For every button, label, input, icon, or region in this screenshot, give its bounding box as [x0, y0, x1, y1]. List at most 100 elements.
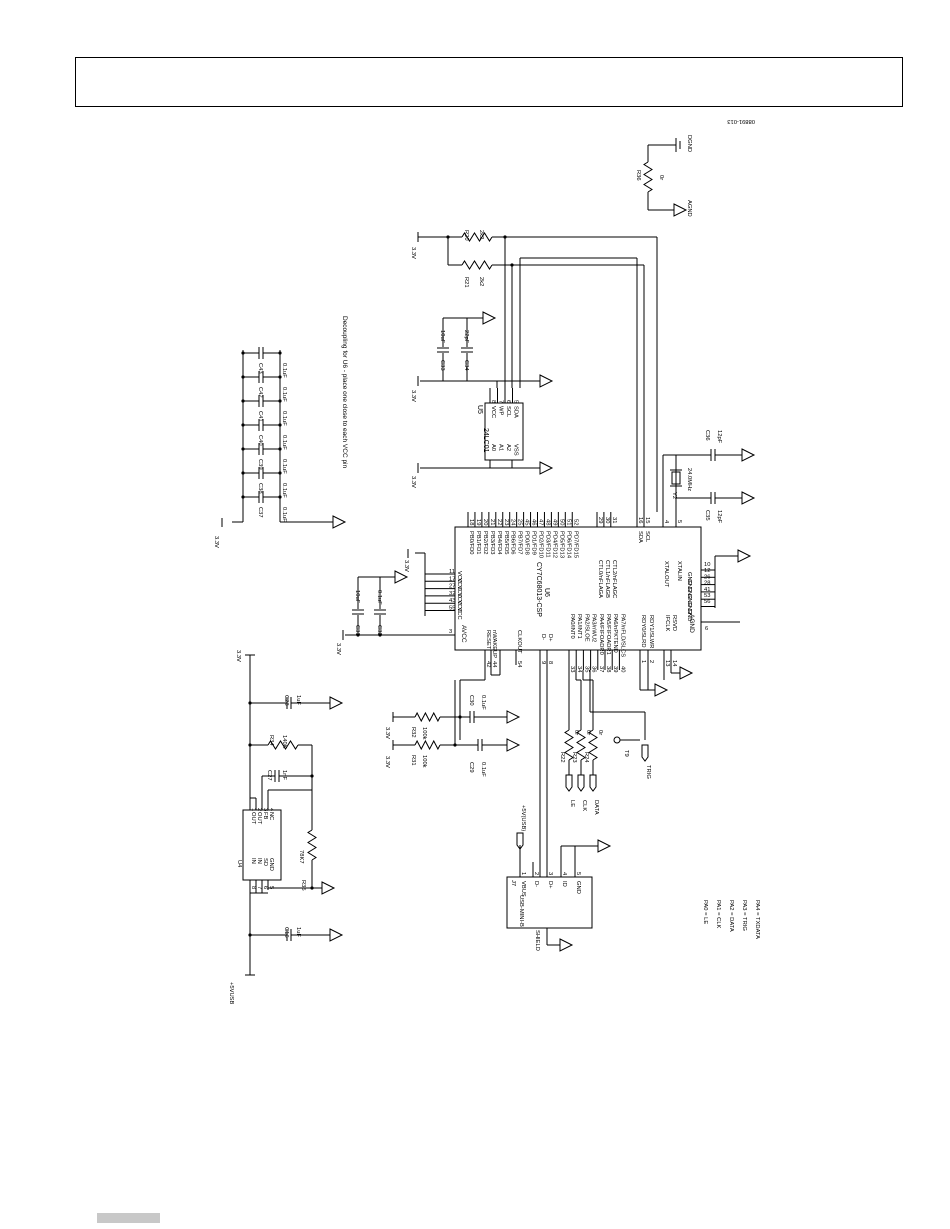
- res-value: 2k2: [478, 277, 484, 286]
- u5-pin-label: A1: [498, 444, 504, 451]
- j7-pin-number: 3: [547, 872, 553, 875]
- cap-value: 10uF: [354, 590, 360, 604]
- junction-dot: [241, 495, 245, 499]
- junction-dot: [278, 375, 282, 379]
- u6-pin-label: CLKOUT: [516, 630, 522, 654]
- u6-pin-number: 45: [524, 519, 530, 525]
- junction-dot: [278, 471, 282, 475]
- u5-net-label: 3.3V: [410, 476, 416, 488]
- u6-pin-label: RDY1/SLWR: [648, 615, 654, 648]
- ground-symbol: [737, 549, 752, 563]
- u5-net-label: 3.3V: [410, 390, 416, 402]
- u6-pin-number: 20: [482, 519, 488, 525]
- junction-dot: [278, 495, 282, 499]
- junction-dot: [278, 351, 282, 355]
- junction-dot: [453, 743, 457, 747]
- u6-pin-number: 36: [591, 666, 597, 672]
- res-ref: R24: [583, 752, 589, 763]
- net-flag: [516, 832, 524, 850]
- res-ref: R32: [410, 727, 416, 738]
- u6-pin-number: 23: [503, 519, 509, 525]
- net-flag: [565, 774, 573, 792]
- avcc-net-label: 3.3V: [335, 643, 341, 655]
- u6-pin-label: XTALIN: [676, 561, 682, 581]
- junction-dot: [278, 399, 282, 403]
- j7-usb-connector: 1VBUS2D-3D+4ID5GNDJ7USB-MINI-B+5V(USB)SH…: [510, 805, 612, 952]
- resistor-zigzag: [461, 260, 493, 270]
- u4-pin-label: FB: [262, 812, 268, 820]
- res-ref: R21: [463, 277, 469, 288]
- u4-pin-label: OUT: [250, 812, 256, 825]
- u6-pin-label: PD7/FD15: [572, 531, 578, 558]
- u5-pin-label: SDA: [513, 406, 519, 418]
- u4-input-net-label: +5VUSB: [228, 982, 234, 1005]
- res-value: 0r: [597, 730, 603, 735]
- resistor-zigzag: [643, 161, 653, 193]
- junction-dot: [241, 351, 245, 355]
- u6-pin-number: 54: [516, 661, 522, 668]
- u4-pin-number: 3: [262, 808, 268, 811]
- u6-pin-number: 38: [605, 666, 611, 672]
- ground-symbol: [539, 374, 554, 388]
- junction-dot: [248, 743, 252, 747]
- res-value: 78K7: [298, 850, 304, 864]
- u6-pin-label: VCC: [456, 593, 462, 605]
- u6-pin-label: CTL2/nFLAGC: [611, 560, 617, 598]
- u5-pin-label: SCL: [505, 406, 511, 418]
- j7-pin-label: D-: [533, 881, 539, 887]
- junction-dot: [278, 423, 282, 427]
- junction-dot: [241, 471, 245, 475]
- u4-pin-number: 1: [250, 808, 256, 811]
- decoupling-net-label: 3.3V: [213, 536, 219, 548]
- u6-pin-label: VCC: [456, 586, 462, 598]
- u6-pin-label: PA0/INT0: [569, 614, 575, 639]
- j7-pin-number: 5: [575, 872, 581, 875]
- res-value: 0r: [658, 175, 664, 180]
- cap-value: 0.1uF: [281, 507, 287, 522]
- u6-pin-number: 46: [531, 519, 537, 525]
- u6-pin-number: 5: [676, 520, 682, 523]
- resistor-zigzag: [576, 729, 586, 761]
- u6-pin-label: PB4/FD4: [496, 531, 502, 555]
- net-flag: [589, 774, 597, 792]
- junction-dot: [241, 399, 245, 403]
- u6-pin-number: 10: [704, 562, 710, 568]
- resistor-zigzag: [588, 729, 598, 761]
- pa-mapping-line: PA1 = CLK: [715, 900, 721, 929]
- u6-pin-number: 30: [604, 517, 610, 523]
- res-ref: R34: [268, 735, 274, 746]
- footer-bar: [97, 1213, 160, 1223]
- ground-symbol: [329, 696, 344, 710]
- u6-pin-label: PA5/FIFOADR1: [605, 614, 611, 655]
- u6-pin-number: 34: [576, 666, 582, 673]
- junction-dot: [241, 447, 245, 451]
- u6-pin-number: 47: [538, 519, 544, 525]
- ground-symbol: [597, 839, 612, 853]
- u6-pin-label: PA6/nPKTEND: [612, 614, 618, 653]
- cap-value: 0.1uF: [281, 387, 287, 402]
- res-value: 0r: [573, 730, 579, 735]
- u6-pin-label: PD5/FD13: [558, 531, 564, 558]
- res-ref: R20: [463, 230, 469, 241]
- decoupling-note: Decoupling for U6 - place one close to e…: [341, 316, 348, 468]
- u6-pin-label: D-: [540, 634, 546, 640]
- pa-mapping-line: PA2 = DATA: [728, 900, 734, 932]
- u4-pin-label: SD: [262, 858, 268, 866]
- u6-part: CY7C68013-CSP: [535, 562, 542, 617]
- cap-ref: C32: [376, 625, 382, 636]
- u6-avcc-label: AVCC: [460, 625, 467, 643]
- junction-dot: [310, 774, 314, 778]
- u4-pin-label: NC: [268, 812, 274, 820]
- u5-pin-label: VCC: [490, 406, 496, 418]
- u6-pin-number: 24: [510, 519, 516, 526]
- u5-pin-label: VSS: [513, 444, 519, 456]
- pa-net-label: LE: [569, 800, 575, 807]
- resistor-zigzag: [267, 740, 299, 750]
- agnd-label: AGND: [686, 200, 692, 217]
- u6-pin-number: 43: [449, 598, 455, 604]
